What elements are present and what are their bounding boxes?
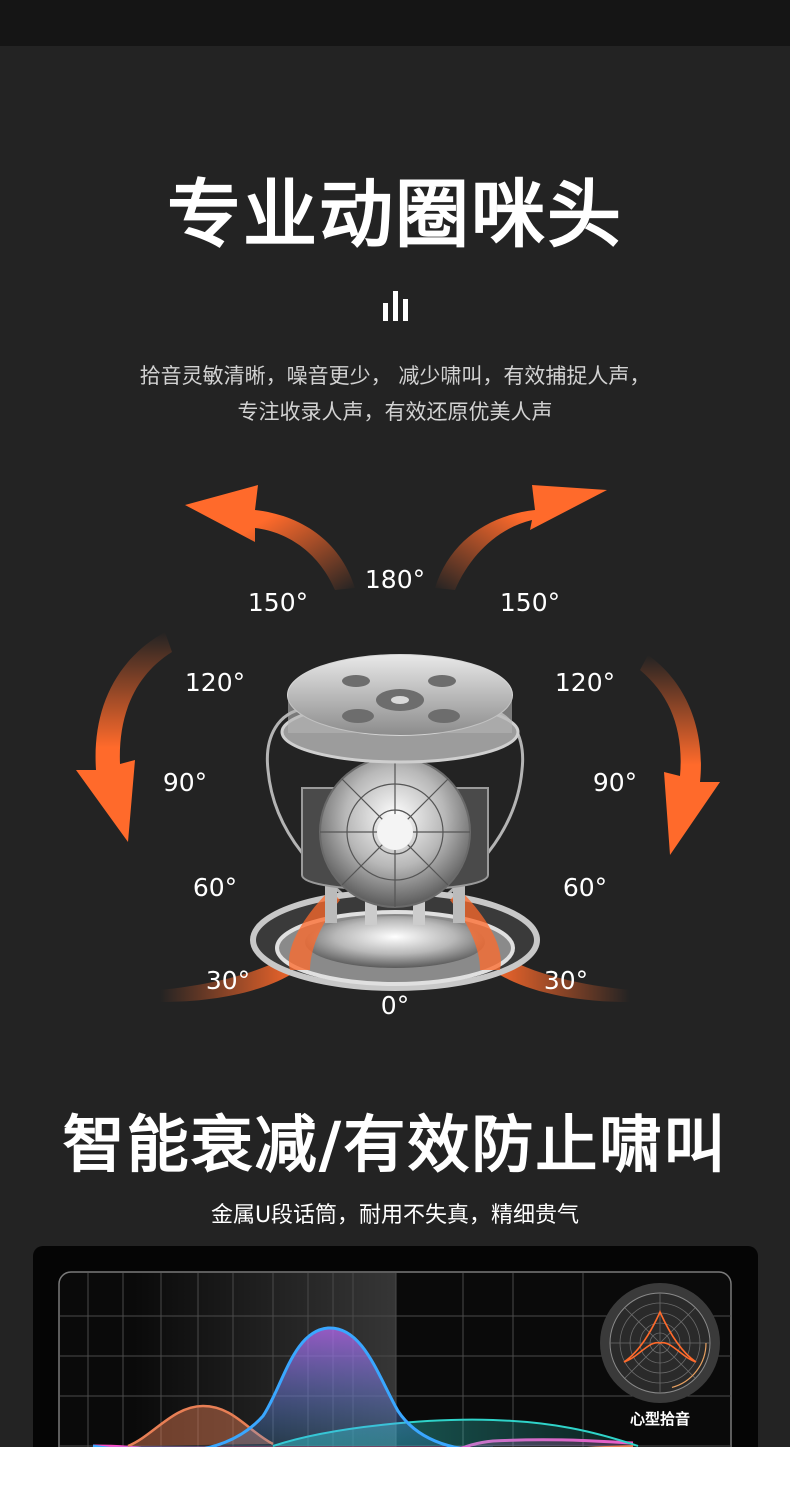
polar-pattern-label: 心型拾音 (629, 1410, 690, 1428)
top-bar (0, 0, 790, 46)
angle-label-180: 180° (365, 565, 425, 594)
sound-bars-icon (383, 291, 408, 321)
arrow-bottom-right (500, 960, 630, 1002)
angle-label-60-right: 60° (563, 873, 607, 902)
angle-label-90-right: 90° (593, 768, 637, 797)
arrow-bottom-left (160, 960, 290, 1002)
section-title-dynamic-mic: 专业动圈咪头 (167, 172, 623, 258)
section-subtitle: 金属U段话筒，耐用不失真，精细贵气 (210, 1203, 580, 1228)
angle-label-150-left: 150° (248, 588, 308, 617)
bottom-white-strip (0, 1447, 790, 1499)
angle-label-90-left: 90° (163, 768, 207, 797)
description-line-1: 拾音灵敏清晰，噪音更少， 减少啸叫，有效捕捉人声， (139, 364, 651, 388)
cardioid-polar-pattern-icon (600, 1283, 720, 1403)
angle-label-60-left: 60° (193, 873, 237, 902)
arrow-upper-right (435, 485, 607, 590)
arrow-right (640, 655, 720, 855)
arrow-upper-left (185, 485, 355, 590)
mic-capsule-illustration (250, 654, 540, 991)
angle-label-30-right: 30° (544, 966, 588, 995)
section-description: 拾音灵敏清晰，噪音更少， 减少啸叫，有效捕捉人声， 专注收录人声，有效还原优美人… (0, 358, 790, 430)
angle-label-30-left: 30° (206, 966, 250, 995)
angle-label-150-right: 150° (500, 588, 560, 617)
angle-label-0: 0° (381, 991, 409, 1020)
description-line-2: 专注收录人声，有效还原优美人声 (237, 400, 553, 424)
pickup-angle-diagram: 180° 150° 150° 120° 120° 90° 90° 60° 60°… (76, 485, 720, 1020)
arrow-left (76, 632, 172, 842)
angle-label-120-left: 120° (185, 668, 245, 697)
angle-label-120-right: 120° (555, 668, 615, 697)
section-title-feedback-suppression: 智能衰减/有效防止啸叫 (62, 1108, 728, 1181)
